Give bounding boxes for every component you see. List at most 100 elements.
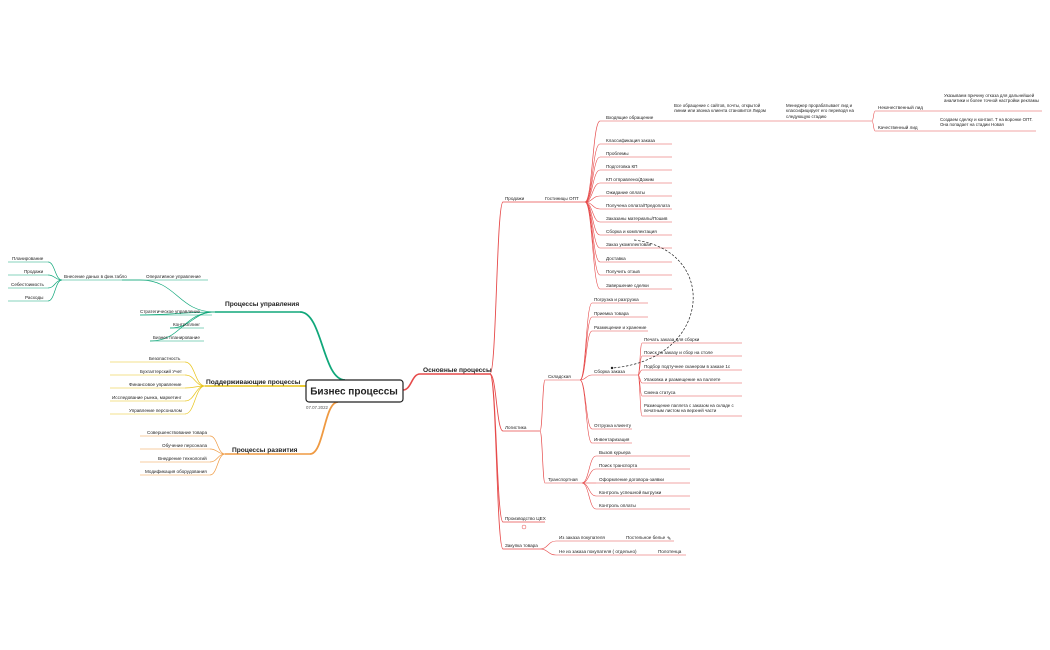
connector — [584, 195, 601, 203]
connector — [584, 169, 601, 203]
dev-item[interactable]: Совершенствование товара — [147, 430, 207, 435]
assembly-item[interactable]: Смена статуса — [644, 390, 676, 395]
main-production[interactable]: Производство ЦЕХ — [505, 516, 546, 521]
transport-item[interactable]: Оформление договора-заявки — [599, 477, 664, 482]
sales-step[interactable]: Заказ укомплектован — [606, 242, 652, 247]
warehouse-item[interactable]: Приемка товара — [594, 311, 629, 316]
collapse-toggle[interactable] — [521, 524, 527, 530]
connector — [579, 379, 593, 430]
sales-step[interactable]: Получить отзыв — [606, 269, 640, 274]
warehouse-item[interactable]: Погрузка и разгрузка — [594, 297, 639, 302]
root-node[interactable]: Бизнес процессы — [305, 379, 404, 403]
transport-item[interactable]: Поиск транспорта — [599, 463, 638, 468]
assembly-item[interactable]: Поиск по заказу и сбор на столе — [644, 350, 713, 355]
incoming-description: Все обращение с сайтов, почты, открытой … — [674, 103, 766, 114]
dev-branch-line — [309, 401, 339, 455]
dev-item[interactable]: Внедрение технологий — [158, 455, 207, 461]
dev-item[interactable]: Модификация оборудования — [145, 469, 207, 474]
sales-step[interactable]: Заказаны материалы/Пошив — [606, 216, 668, 221]
sales-incoming[interactable]: Входящие обращение — [606, 115, 654, 120]
purchase-not-from-order[interactable]: Не из заказа покупателя ( отдельно) — [559, 549, 637, 554]
dashed-relation-line — [611, 239, 694, 369]
branch-support[interactable]: Поддерживающие процессы — [206, 379, 301, 386]
connector — [539, 430, 546, 484]
connector — [581, 482, 597, 497]
transport-item[interactable]: Контроль оплаты — [599, 503, 636, 508]
logistics-warehouse[interactable]: Складская — [548, 374, 571, 379]
connector — [489, 373, 504, 550]
support-item[interactable]: Финансовое управление — [129, 382, 182, 387]
main-sales[interactable]: Продажи — [505, 196, 525, 201]
connector — [579, 316, 593, 381]
support-item[interactable]: Исследование рынка, маркетинг — [112, 395, 182, 400]
connector — [637, 374, 643, 417]
connector — [539, 548, 557, 556]
note-icon[interactable]: ✎ — [667, 536, 671, 542]
sales-step[interactable]: КП отправлено/Дожим — [606, 177, 654, 182]
mgmt-data-item[interactable]: Себестоимость — [11, 282, 45, 287]
root-title: Бизнес процессы — [310, 387, 398, 398]
good-lead[interactable]: Качественный лид — [878, 124, 918, 130]
dev-item[interactable]: Обучение персонала — [162, 443, 208, 448]
branch-development[interactable]: Процессы развития — [232, 447, 298, 454]
transport-item[interactable]: Вызов курьера — [599, 450, 631, 455]
connector — [47, 261, 63, 281]
connector — [489, 201, 504, 375]
warehouse-item[interactable]: Отгрузка клиенту — [594, 423, 632, 428]
connector — [584, 120, 601, 203]
purchase-linen[interactable]: Постельное белье — [626, 535, 666, 540]
mgmt-operational[interactable]: Оперативное управление — [146, 274, 201, 279]
support-item[interactable]: Безопастность — [149, 356, 181, 361]
mgmt-planning[interactable]: Бизнес планирование — [153, 335, 200, 340]
sales-step[interactable]: Ожидание оплаты — [606, 190, 645, 195]
mgmt-strategic[interactable]: Стратегическое управление — [140, 309, 201, 314]
main-purchasing[interactable]: Закупка товара — [505, 543, 538, 548]
assembly-item[interactable]: Упаковка и размещение на паллете — [644, 377, 721, 382]
transport-item[interactable]: Контроль успешной выгрузки — [599, 489, 662, 495]
connector — [579, 330, 593, 381]
connector — [139, 279, 216, 313]
sales-step[interactable]: Сборка и комплектация — [606, 229, 657, 234]
sales-step[interactable]: Проблемы — [606, 151, 629, 156]
bad-lead-description: Указываем причину отказа для дальнейшей … — [944, 93, 1039, 104]
sales-step[interactable]: Классификация заказа — [606, 138, 655, 143]
sales-step[interactable]: Получена оплата/Предоплата — [606, 203, 670, 208]
purchase-towel[interactable]: Полотенца — [658, 549, 682, 554]
connector — [579, 374, 593, 381]
connector — [579, 379, 593, 444]
sales-step[interactable]: Подготовка КП — [606, 164, 637, 169]
branch-main[interactable]: Основные процессы — [423, 367, 492, 374]
mgmt-data-item[interactable]: Продажи — [24, 269, 44, 274]
assembly-item-pallet[interactable]: Размещение паллета с заказом на складе с… — [644, 403, 734, 414]
main-guests[interactable]: Гостиницы ОПТ — [545, 196, 579, 201]
assembly-item[interactable]: Печать заказа для сборки — [644, 337, 700, 342]
mgmt-branch-line — [299, 311, 346, 381]
mgmt-data-entry[interactable]: Внесение даных в фин.табло — [64, 274, 127, 279]
logistics-transport[interactable]: Транспортная — [548, 477, 578, 482]
support-item[interactable]: Управление персоналом — [129, 408, 182, 413]
sales-step[interactable]: Завершение сделки — [606, 283, 649, 288]
connector — [584, 201, 601, 290]
connector — [871, 110, 876, 122]
connector-lines — [8, 110, 1042, 556]
warehouse-item[interactable]: Инвентаризация — [594, 437, 630, 442]
branch-management[interactable]: Процессы управления — [225, 301, 299, 308]
mgmt-control[interactable]: Контроллинг — [173, 322, 200, 327]
order-assembly[interactable]: Сборка заказа — [594, 369, 625, 374]
main-branch-line — [402, 373, 421, 391]
connector — [184, 374, 206, 387]
purchase-from-order[interactable]: Из заказа покупателя — [559, 535, 605, 540]
mgmt-data-item[interactable]: Планирование — [12, 256, 44, 261]
connector — [539, 540, 557, 550]
bad-lead[interactable]: Некачественный лид — [878, 104, 923, 110]
sales-step[interactable]: Доставка — [606, 256, 626, 261]
assembly-item[interactable]: Подбор подтучнее сканером в заказе 1с — [644, 364, 731, 369]
support-item[interactable]: Бухгалтерский Учет — [140, 368, 183, 374]
connector — [149, 311, 216, 342]
connector — [581, 455, 597, 484]
main-logistics[interactable]: Логистика — [505, 425, 527, 430]
warehouse-item[interactable]: Размещение и хранение — [594, 325, 647, 330]
mgmt-data-item[interactable]: Расходы — [25, 295, 43, 300]
